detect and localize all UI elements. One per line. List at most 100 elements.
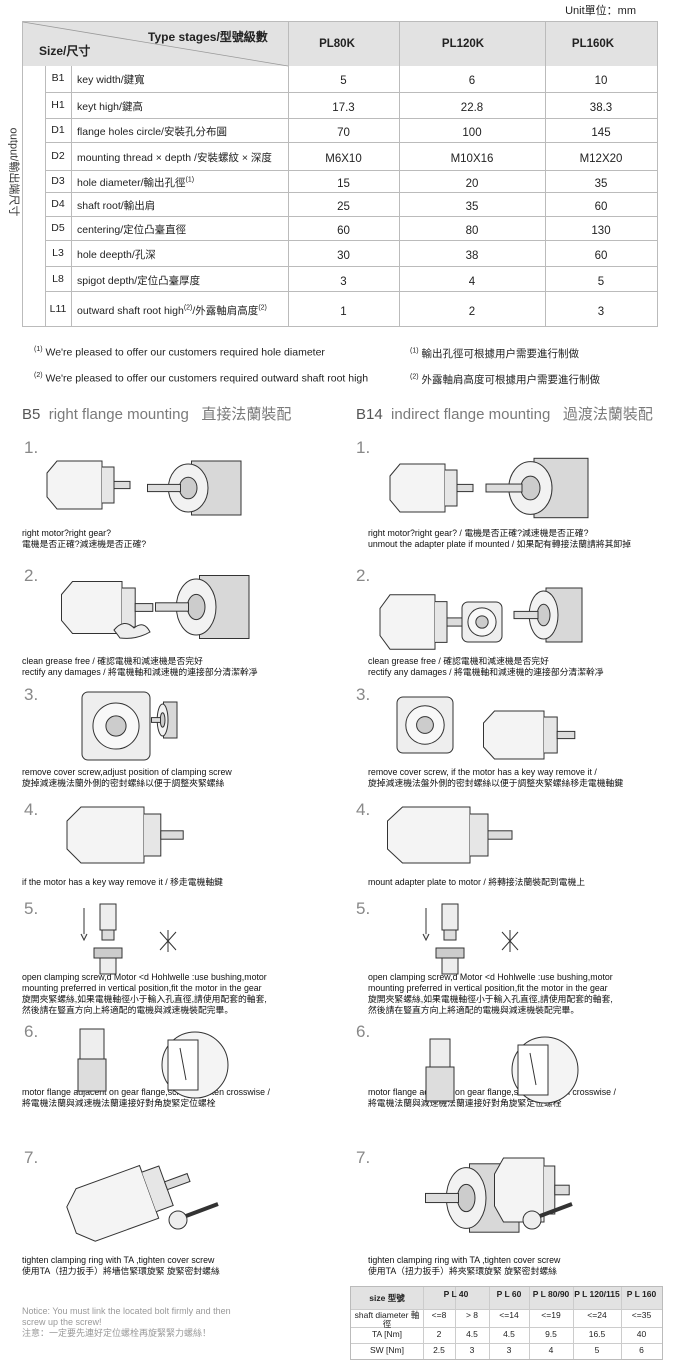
section-b5-title: B5 right flange mounting 直接法蘭裝配 (22, 406, 292, 423)
step-caption: open clamping screw,d Motor <d Hohlwelle… (368, 972, 613, 1015)
row-description: mounting thread × depth /安裝螺紋 × 深度 (77, 152, 272, 164)
cell-value: M6X10 (325, 153, 362, 165)
torque-header-cell: P L 40 (443, 1289, 469, 1299)
torque-cell: 2.5 (433, 1345, 445, 1355)
notice-text: Notice: You must link the located bolt f… (22, 1306, 231, 1338)
wrench-icon (168, 1202, 219, 1230)
gearbox-illustration (485, 457, 589, 519)
cell-value: 5 (340, 75, 347, 87)
cell-value: 10 (594, 75, 608, 87)
table-row: L11 outward shaft root high(2)/外露軸肩高度(2) 1… (45, 291, 657, 326)
cell-value: 3 (597, 306, 605, 318)
cell-value: 100 (462, 127, 482, 139)
vertical-assembly-illustration (80, 903, 123, 975)
torque-cell: 4 (548, 1345, 554, 1355)
step-number: 2. (356, 566, 371, 585)
vertical-assembly-illustration (422, 903, 465, 975)
torque-cell: TA [Nm] (371, 1329, 403, 1339)
row-code: B1 (51, 72, 65, 84)
cell-value: 80 (465, 225, 479, 237)
torque-header-cell: size 型號 (369, 1293, 405, 1303)
motor-illustration (66, 806, 184, 864)
step-number: 3. (356, 685, 371, 704)
output-side-label: output/輸出端尺寸 (7, 127, 20, 217)
cell-value: M10X16 (450, 153, 494, 165)
torque-cell: 3 (506, 1345, 512, 1355)
step-caption: right motor?right gear?電機是否正確?減速機是否正確? (22, 528, 147, 549)
cell-value: 17.3 (332, 102, 355, 114)
torque-header-cell: P L 120/115 (574, 1289, 620, 1299)
gearbox-illustration (151, 701, 178, 739)
cross-icon (501, 930, 519, 952)
cell-value: 130 (591, 225, 611, 237)
spec-table: Type stages/型號級數 Size/尺寸 PL80K PL120K PL… (7, 21, 658, 327)
motor-illustration (66, 1164, 191, 1242)
cell-value: 2 (468, 306, 476, 318)
torque-cell: shaft diameter 軸 徑 (354, 1310, 420, 1329)
step-number: 4. (24, 800, 39, 819)
row-code: L3 (52, 247, 64, 259)
cell-value: 1 (340, 306, 347, 318)
step-number: 3. (24, 685, 39, 704)
cell-value: 35 (465, 201, 479, 213)
cross-icon (159, 930, 177, 952)
note-1-cn: (1) 輸出孔徑可根據用户需要進行制做 (410, 347, 579, 361)
motor-illustration (46, 460, 131, 510)
torque-cell: 3 (469, 1345, 475, 1355)
torque-header-cell: P L 80/90 (532, 1289, 570, 1299)
gearbox-illustration (147, 460, 242, 516)
cell-value: 20 (465, 178, 479, 190)
step-caption: right motor?right gear? / 電機是否正確?減速機是否正確… (368, 528, 632, 549)
step-caption: mount adapter plate to motor / 將轉接法蘭裝配到電… (368, 877, 586, 887)
torque-cell: <=24 (587, 1310, 607, 1320)
cell-value: 60 (594, 201, 608, 213)
step-number: 1. (356, 438, 371, 457)
torque-header-cell: P L 60 (496, 1289, 522, 1299)
cell-value: 5 (597, 276, 605, 288)
row-description: spigot depth/定位凸臺厚度 (77, 275, 201, 287)
row-code: H1 (51, 99, 65, 111)
step-number: 2. (24, 566, 39, 585)
torque-cell: <=35 (631, 1310, 652, 1320)
row-code: L11 (49, 303, 67, 315)
cell-value: 15 (337, 178, 350, 190)
step-caption: open clamping screw,d Motor <d Hohlwelle… (22, 972, 267, 1015)
cell-value: 3 (340, 276, 347, 288)
cell-value: M12X20 (579, 153, 623, 165)
row-description: hole deepth/孔深 (77, 249, 156, 261)
note-2-cn: (2) 外露軸肩高度可根據用户需要進行制做 (410, 373, 600, 387)
motor-vertical-illustration (77, 1028, 107, 1092)
torque-cell: 9.5 (545, 1329, 557, 1339)
step-caption: tighten clamping ring with TA ,tighten c… (22, 1255, 220, 1276)
cell-value: 30 (337, 250, 350, 262)
hand-icon (113, 623, 151, 639)
gearbox-illustration (155, 575, 250, 639)
torque-cell: <=14 (499, 1310, 519, 1320)
step-number: 7. (356, 1148, 371, 1167)
unit-label: Unit單位：mm (565, 5, 636, 17)
detail-illustration (161, 1031, 229, 1099)
motor-illustration (387, 806, 513, 864)
column-pl80k: PL80K (319, 38, 355, 50)
motor-illustration (483, 710, 576, 760)
row-code: D4 (51, 198, 65, 210)
cell-value: 25 (337, 201, 350, 213)
cell-value: 22.8 (460, 102, 484, 114)
step-number: 1. (24, 438, 39, 457)
torque-cell: > 8 (465, 1310, 479, 1320)
row-code: L8 (52, 273, 64, 285)
row-description: outward shaft root high(2)/外露軸肩高度(2) (77, 304, 267, 318)
torque-cell: 4.5 (503, 1329, 515, 1339)
torque-cell: 5 (594, 1345, 600, 1355)
torque-cell: <=8 (431, 1310, 447, 1320)
flange-illustration (81, 691, 151, 761)
row-description: centering/定位凸臺直徑 (77, 224, 187, 236)
